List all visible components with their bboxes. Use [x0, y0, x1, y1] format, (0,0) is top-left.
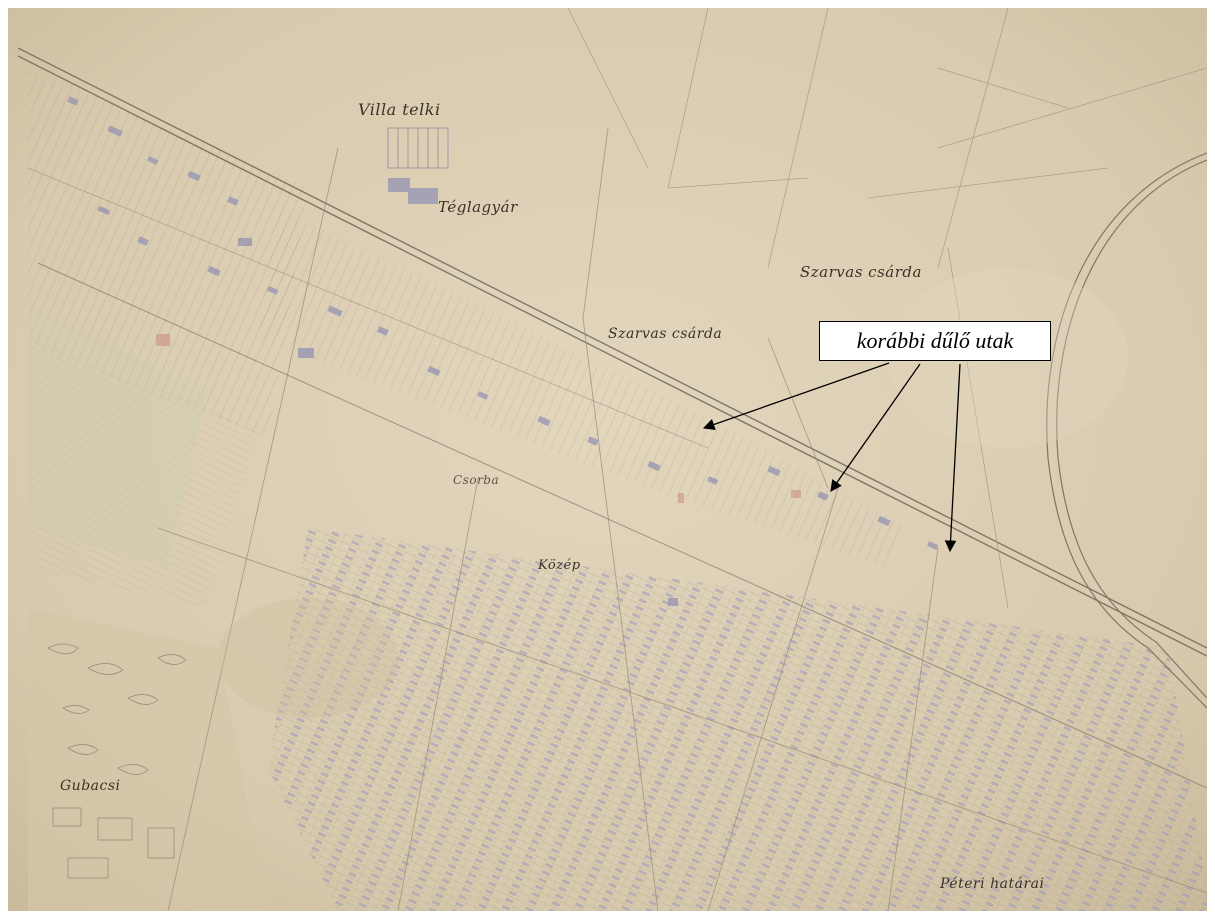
map-buildings-red: [156, 334, 801, 503]
label-szarvas-csarda-east: Szarvas csárda: [800, 263, 922, 281]
label-villa-telki: Villa telki: [358, 100, 441, 119]
map-block-west: [28, 338, 258, 608]
map-brickworks: [387, 127, 449, 169]
label-szarvas-csarda: Szarvas csárda: [608, 326, 723, 342]
map-parallel-road: [37, 262, 1207, 789]
map-buildings: [67, 96, 939, 606]
annotation-callout: korábbi dűlő utak: [819, 321, 1051, 361]
label-teglagyar: Téglagyár: [438, 198, 518, 216]
map-parallel-road-2: [27, 167, 709, 449]
map-field-paths: [157, 127, 1207, 911]
label-gubacsi: Gubacsi: [60, 778, 121, 794]
map-block-south-lines: [268, 528, 1207, 911]
map-block-southwest: [28, 608, 268, 911]
annotation-callout-text: korábbi dűlő utak: [856, 328, 1014, 353]
map-main-railway: [17, 47, 1207, 657]
label-peteri-hatarai: Péteri határai: [940, 876, 1045, 892]
map-stain: [218, 598, 398, 718]
label-csorba: Csorba: [453, 473, 500, 487]
label-kozep: Közép: [538, 558, 581, 573]
map-block-northwest: [28, 68, 308, 438]
map-southwest-buildings: [47, 643, 187, 879]
map-drawing: [8, 8, 1207, 911]
map-block-central: [258, 208, 908, 568]
map-northeast-parcels: [567, 8, 1207, 609]
map-green-tint: [28, 308, 208, 568]
map-curved-railway: [1046, 152, 1207, 709]
historical-map: Villa telki Téglagyár Szarvas csárda Sza…: [8, 8, 1207, 911]
